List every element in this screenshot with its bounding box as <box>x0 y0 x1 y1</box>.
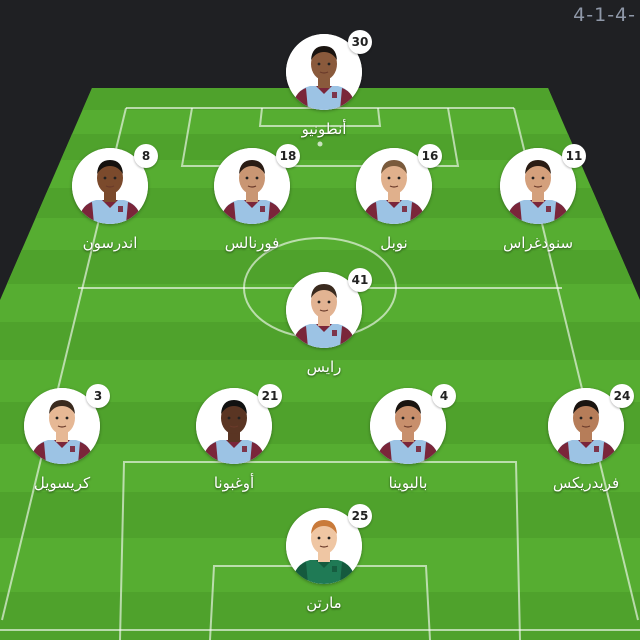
player-name: بالبوينا <box>388 474 428 492</box>
player-card[interactable]: 18 فورنالس <box>182 144 322 252</box>
player-avatar[interactable]: 24 <box>548 384 634 464</box>
shirt-number-badge: 24 <box>610 384 634 408</box>
player-photo-icon <box>548 388 624 464</box>
player-photo-icon <box>286 34 362 110</box>
shirt-number-badge: 11 <box>562 144 586 168</box>
formation-label: 4-1-4- <box>573 4 636 26</box>
player-card[interactable]: 4 بالبوينا <box>338 384 478 492</box>
player-avatar[interactable]: 3 <box>24 384 110 464</box>
shirt-number-badge: 21 <box>258 384 282 408</box>
player-name: أوغبونا <box>213 474 255 492</box>
player-avatar[interactable]: 16 <box>356 144 442 224</box>
player-name: كريسويل <box>33 474 91 492</box>
player-card[interactable]: 30 أنطونيو <box>254 30 394 138</box>
shirt-number-badge: 41 <box>348 268 372 292</box>
player-name: فورنالس <box>224 234 280 252</box>
player-card[interactable]: 16 نوبل <box>324 144 464 252</box>
player-photo-icon <box>286 508 362 584</box>
player-card[interactable]: 11 سنودغراس <box>468 144 608 252</box>
shirt-number-badge: 4 <box>432 384 456 408</box>
penalty-box-bottom <box>119 461 521 640</box>
player-name: سنودغراس <box>502 234 574 252</box>
player-card[interactable]: 3 كريسويل <box>0 384 132 492</box>
goal-box-top <box>258 107 382 127</box>
shirt-number-badge: 16 <box>418 144 442 168</box>
player-avatar[interactable]: 25 <box>286 504 372 584</box>
shirt-number-badge: 30 <box>348 30 372 54</box>
player-card[interactable]: 24 فريدريكس <box>516 384 640 492</box>
player-photo-icon <box>370 388 446 464</box>
penalty-spot-top <box>317 141 323 147</box>
player-name: رايس <box>306 358 342 376</box>
player-photo-icon <box>214 148 290 224</box>
player-avatar[interactable]: 30 <box>286 30 372 110</box>
player-photo-icon <box>356 148 432 224</box>
player-name: اندرسون <box>82 234 138 252</box>
player-name: مارتن <box>306 594 342 612</box>
player-avatar[interactable]: 8 <box>72 144 158 224</box>
player-avatar[interactable]: 21 <box>196 384 282 464</box>
shirt-number-badge: 8 <box>134 144 158 168</box>
player-photo-icon <box>196 388 272 464</box>
player-avatar[interactable]: 41 <box>286 268 372 348</box>
player-name: نوبل <box>380 234 408 252</box>
player-avatar[interactable]: 18 <box>214 144 300 224</box>
player-name: فريدريكس <box>552 474 620 492</box>
player-name: أنطونيو <box>301 120 347 138</box>
player-photo-icon <box>72 148 148 224</box>
shirt-number-badge: 18 <box>276 144 300 168</box>
player-photo-icon <box>500 148 576 224</box>
player-photo-icon <box>24 388 100 464</box>
penalty-box-top <box>180 107 460 167</box>
player-avatar[interactable]: 4 <box>370 384 456 464</box>
shirt-number-badge: 3 <box>86 384 110 408</box>
player-photo-icon <box>286 272 362 348</box>
player-card[interactable]: 8 اندرسون <box>40 144 180 252</box>
player-avatar[interactable]: 11 <box>500 144 586 224</box>
player-card[interactable]: 25 مارتن <box>254 504 394 612</box>
player-card[interactable]: 41 رايس <box>254 268 394 376</box>
shirt-number-badge: 25 <box>348 504 372 528</box>
player-card[interactable]: 21 أوغبونا <box>164 384 304 492</box>
